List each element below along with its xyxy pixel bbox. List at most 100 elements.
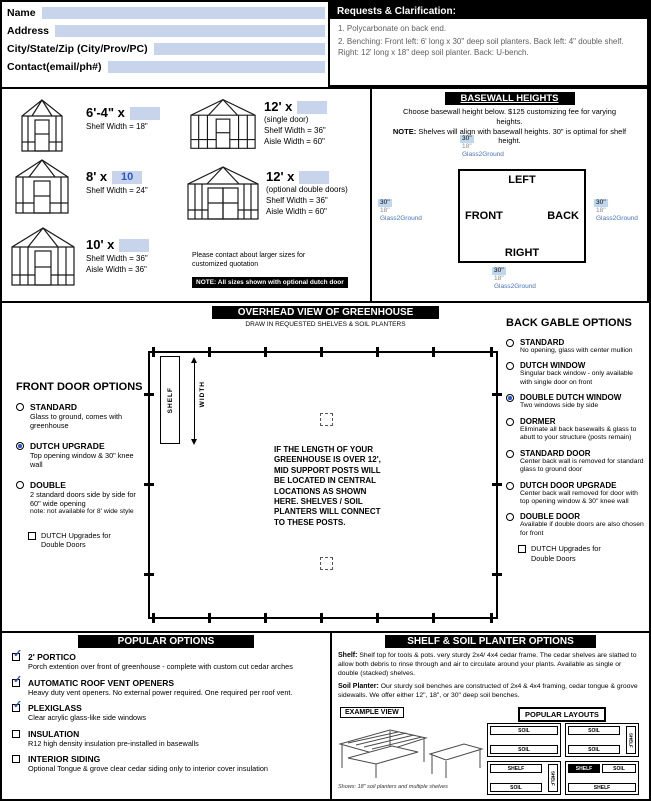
name-label: Name (7, 7, 36, 19)
radio-icon[interactable] (16, 481, 24, 490)
checkbox-icon[interactable] (12, 729, 20, 738)
basewall-option-glass2ground[interactable]: Glass2Ground (380, 214, 422, 222)
basewall-selector-left-wall: 30'' 18'' Glass2Ground (460, 135, 506, 158)
basewall-option-30[interactable]: 30'' (378, 199, 392, 207)
radio-selected-icon[interactable] (506, 394, 514, 403)
basewall-option-18[interactable]: 18'' (494, 274, 504, 282)
greenhouse-12-double-icon (187, 166, 259, 220)
checkbox-icon[interactable] (12, 755, 20, 764)
basewall-title: BASEWALL HEIGHTS (444, 92, 575, 105)
radio-icon[interactable] (506, 417, 514, 426)
basewall-option-18[interactable]: 18'' (380, 206, 390, 214)
basewall-option-30[interactable]: 30'' (460, 135, 474, 143)
radio-icon[interactable] (506, 481, 514, 490)
radio-icon[interactable] (506, 513, 514, 522)
back-gable-option-standard[interactable]: STANDARD No opening, glass with center m… (506, 338, 646, 355)
layout-4-top-soil: SOIL (602, 764, 636, 773)
shelf-label: Shelf: (338, 652, 358, 659)
post-tick (492, 483, 502, 486)
overhead-subtitle: DRAW IN REQUESTED SHELVES & SOIL PLANTER… (245, 321, 406, 328)
city-state-zip-label: City/State/Zip (City/Prov/PC) (7, 43, 148, 55)
model-12-single-shelf-width: Shelf Width = 36" (264, 126, 326, 135)
option-desc: Two windows side by side (520, 402, 599, 410)
model-10-length-input[interactable] (119, 239, 150, 252)
checkbox-label: DUTCH Upgrades for Double Doors (531, 544, 601, 563)
back-gable-option-dutch-window[interactable]: DUTCH WINDOW Singular back window - only… (506, 361, 646, 387)
model-12-single-length-input[interactable] (297, 101, 328, 114)
back-gable-option-dutch-door-upgrade[interactable]: DUTCH DOOR UPGRADE Center back wall remo… (506, 481, 646, 507)
mid-support-post-marker (320, 557, 333, 570)
basewall-option-glass2ground[interactable]: Glass2Ground (596, 214, 638, 222)
layout-1: SOIL SOIL (487, 723, 561, 757)
city-state-zip-input[interactable] (153, 43, 325, 55)
option-desc: Center back wall is removed for standard… (520, 457, 644, 474)
radio-icon[interactable] (506, 338, 514, 347)
radio-icon[interactable] (506, 362, 514, 371)
post-tick (144, 393, 154, 396)
popular-option-insulation[interactable]: INSULATION R12 high density insulation p… (12, 729, 320, 748)
popular-option-roof-vent-openers[interactable]: ✓ AUTOMATIC ROOF VENT OPENERS Heavy duty… (12, 674, 320, 697)
option-label: DORMER (520, 416, 556, 426)
post-tick (490, 613, 493, 623)
back-gable-options: BACK GABLE OPTIONS STANDARD No opening, … (506, 317, 646, 563)
basewall-option-glass2ground[interactable]: Glass2Ground (494, 282, 536, 290)
back-gable-option-double-door[interactable]: DOUBLE DOOR Available if double doors ar… (506, 512, 646, 538)
basewall-heights-section: BASEWALL HEIGHTS Choose basewall height … (370, 87, 649, 303)
popular-option-portico[interactable]: ✓ 2' PORTICO Porch extention over front … (12, 648, 320, 671)
radio-icon[interactable] (16, 402, 24, 411)
popular-option-plexiglass[interactable]: ✓ PLEXIGLASS Clear acrylic glass-like si… (12, 699, 320, 722)
model-10-name: 10' x (86, 237, 115, 252)
overhead-view-section: OVERHEAD VIEW OF GREENHOUSE DRAW IN REQU… (2, 303, 649, 633)
layout-3-side-shelf: SHELF (548, 764, 558, 792)
address-input[interactable] (55, 25, 325, 37)
checkmark-icon: ✓ (13, 648, 23, 660)
checkbox-checked-icon[interactable]: ✓ (12, 699, 22, 713)
layout-3: SHELF SHELF SOIL (487, 761, 561, 795)
option-desc: Available if double doors are also chose… (520, 521, 644, 537)
front-door-option-double[interactable]: DOUBLE 2 standard doors side by side for… (16, 480, 144, 517)
larger-sizes-note: Please contact about larger sizes for cu… (192, 252, 306, 269)
radio-icon[interactable] (506, 449, 514, 458)
post-tick (144, 483, 154, 486)
back-gable-option-standard-door[interactable]: STANDARD DOOR Center back wall is remove… (506, 449, 646, 475)
sizes-footer-note: NOTE: All sizes shown with optional dutc… (192, 277, 348, 288)
back-gable-dutch-upgrades-checkbox[interactable]: DUTCH Upgrades for Double Doors (518, 544, 623, 563)
front-door-option-standard[interactable]: STANDARD Glass to ground, comes with gre… (16, 402, 144, 430)
request-item-1: 1. Polycarbonate on back end. (338, 24, 447, 33)
layout-2-side-shelf: SHELF (626, 726, 636, 754)
front-door-dutch-upgrades-checkbox[interactable]: DUTCH Upgrades for Double Doors (28, 531, 133, 550)
basewall-option-30[interactable]: 30'' (594, 199, 608, 207)
model-8-length-input[interactable]: 10 (112, 171, 143, 184)
mid-post-note: IF THE LENGTH OF YOUR GREENHOUSE IS OVER… (274, 445, 381, 527)
contact-input[interactable] (107, 61, 325, 73)
layout-3-top-shelf: SHELF (490, 764, 542, 773)
option-label: STANDARD (520, 337, 565, 347)
radio-selected-icon[interactable] (16, 441, 24, 450)
drawn-shelf: SHELF (160, 356, 180, 444)
basewall-option-18[interactable]: 18'' (596, 206, 606, 214)
basewall-option-glass2ground[interactable]: Glass2Ground (462, 150, 504, 158)
basewall-option-18[interactable]: 18'' (462, 142, 472, 150)
contact-row: Contact(email/ph#) (7, 61, 325, 73)
option-desc: Optional Tongue & grove clear cedar sidi… (28, 764, 268, 774)
requests-body[interactable]: 1. Polycarbonate on back end. 2. Benchin… (330, 19, 647, 59)
post-tick (144, 573, 154, 576)
popular-option-interior-siding[interactable]: INTERIOR SIDING Optional Tongue & grove … (12, 754, 320, 773)
basewall-option-30[interactable]: 30'' (492, 267, 506, 275)
checkbox-checked-icon[interactable]: ✓ (12, 648, 22, 661)
post-tick (264, 613, 267, 623)
front-door-option-dutch-upgrade[interactable]: DUTCH UPGRADE Top opening window & 30" k… (16, 441, 144, 469)
post-tick (152, 347, 155, 357)
model-12-double-length-input[interactable] (299, 171, 330, 184)
back-gable-option-double-dutch-window[interactable]: DOUBLE DUTCH WINDOW Two windows side by … (506, 393, 646, 410)
model-6-4-length-input[interactable] (129, 107, 160, 120)
checkbox-icon[interactable] (28, 531, 36, 540)
checkbox-checked-icon[interactable]: ✓ (12, 674, 22, 687)
name-input[interactable] (41, 7, 325, 19)
post-tick (152, 613, 155, 623)
address-label: Address (7, 25, 50, 37)
checkbox-icon[interactable] (518, 545, 526, 554)
back-gable-option-dormer[interactable]: DORMER Eliminate all back basewalls & gl… (506, 417, 646, 443)
overhead-draw-area[interactable]: SHELF WIDTH IF THE LENGTH OF YOUR GREENH… (144, 347, 502, 623)
